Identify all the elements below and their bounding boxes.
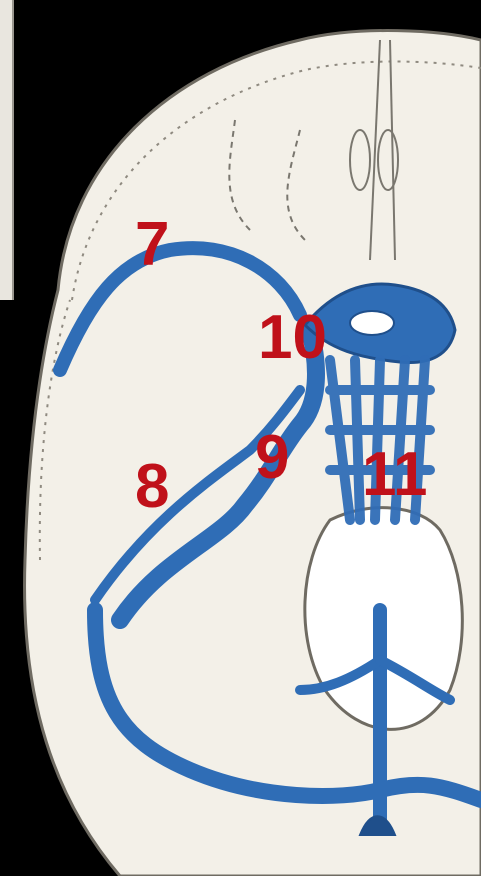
label-8: 8 <box>135 452 169 521</box>
sinus-10-hole <box>350 311 394 335</box>
label-10: 10 <box>258 303 327 372</box>
label-9: 9 <box>255 423 289 492</box>
label-7: 7 <box>135 210 169 279</box>
label-11: 11 <box>362 440 428 509</box>
